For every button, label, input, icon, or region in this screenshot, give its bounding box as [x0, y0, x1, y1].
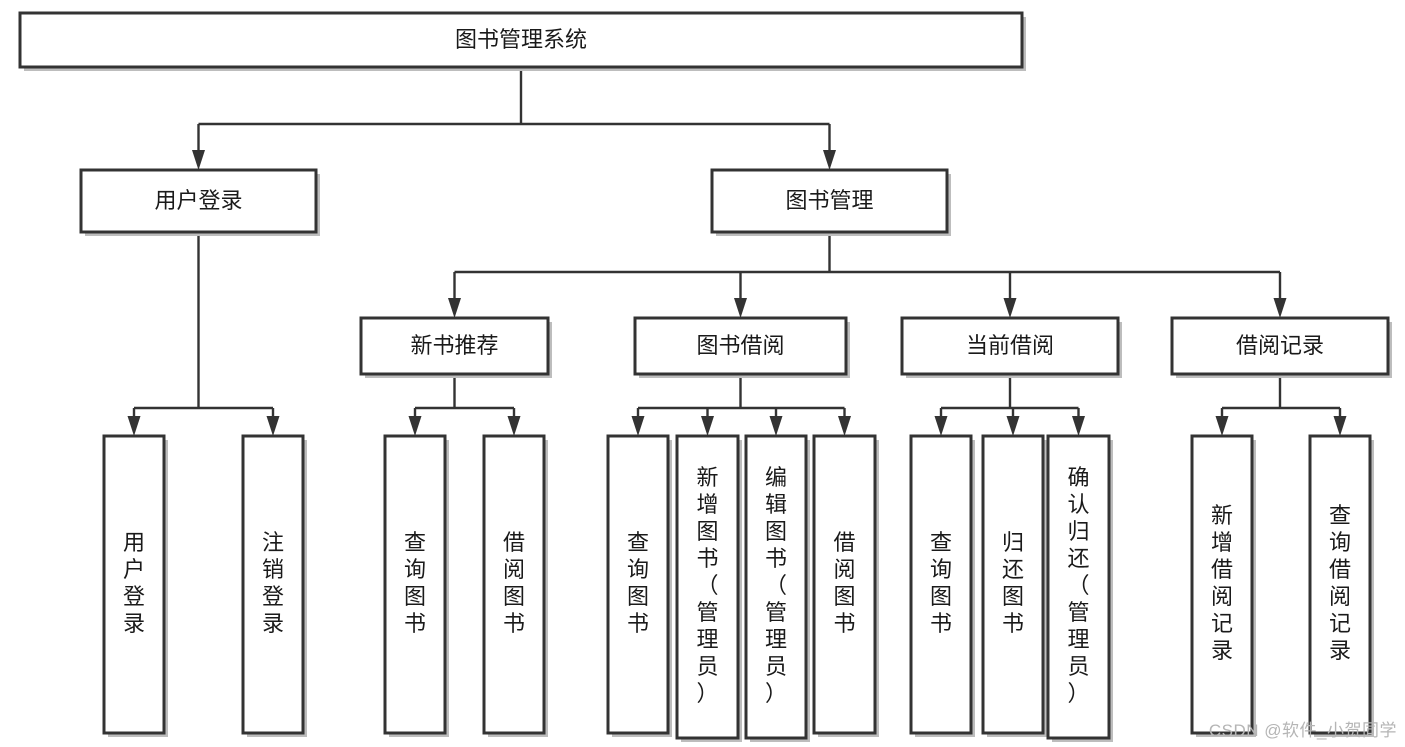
- node-rect[interactable]: [710, 168, 949, 234]
- node-label: 新增借阅记录: [1211, 503, 1233, 663]
- node-book-borrow[interactable]: 图书借阅: [633, 316, 850, 378]
- node-rect[interactable]: [1308, 434, 1372, 735]
- arrow-head-icon: [192, 150, 205, 170]
- node-label: 当前借阅: [966, 333, 1054, 358]
- node-book-management[interactable]: 图书管理: [710, 168, 951, 236]
- node-rect[interactable]: [900, 316, 1120, 376]
- node-label: 查询图书: [627, 530, 649, 636]
- arrow-head-icon: [1072, 416, 1085, 436]
- arrow-head-icon: [1333, 416, 1347, 436]
- arrow-head-icon: [408, 416, 422, 436]
- edge-group-node-current-borrow: [934, 374, 1085, 436]
- node-label: 归还图书: [1002, 530, 1024, 636]
- node-leaf-query-book-b[interactable]: 查询图书: [606, 434, 672, 737]
- arrow-head-icon: [266, 416, 280, 436]
- node-label: 图书管理系统: [455, 27, 587, 52]
- node-leaf-borrow-book-b[interactable]: 借阅图书: [812, 434, 879, 737]
- edge-group-node-user-login: [127, 232, 280, 436]
- node-label: 借阅图书: [503, 530, 525, 636]
- node-leaf-return-book[interactable]: 归还图书: [981, 434, 1047, 737]
- node-label: 用户登录: [123, 530, 145, 636]
- node-leaf-query-book-c[interactable]: 查询图书: [909, 434, 975, 737]
- node-leaf-user-login[interactable]: 用户登录: [102, 434, 168, 737]
- node-rect[interactable]: [1190, 434, 1254, 735]
- arrow-head-icon: [823, 150, 836, 170]
- node-rect[interactable]: [744, 434, 808, 740]
- node-leaf-query-book-a[interactable]: 查询图书: [383, 434, 449, 737]
- arrow-head-icon: [1003, 298, 1017, 318]
- node-current-borrow[interactable]: 当前借阅: [900, 316, 1122, 378]
- node-rect[interactable]: [909, 434, 973, 735]
- edge-group-node-book-management: [448, 232, 1287, 318]
- node-label: 新书推荐: [410, 333, 498, 358]
- edge-group-node-borrow-record: [1215, 374, 1347, 436]
- node-leaf-edit-book-admin[interactable]: 编辑图书（管理员）: [744, 434, 810, 742]
- node-label: 借阅记录: [1236, 333, 1324, 358]
- node-label: 图书管理: [785, 188, 873, 213]
- edge-group-node-book-borrow: [631, 374, 851, 436]
- node-label: 查询借阅记录: [1329, 503, 1351, 663]
- edge-group-node-new-book-recommend: [408, 374, 521, 436]
- node-rect[interactable]: [633, 316, 848, 376]
- arrow-head-icon: [448, 298, 461, 318]
- node-rect[interactable]: [812, 434, 877, 735]
- node-rect[interactable]: [18, 11, 1024, 69]
- arrow-head-icon: [769, 416, 783, 436]
- node-label: 图书借阅: [696, 333, 784, 358]
- arrow-head-icon: [1006, 416, 1020, 436]
- edge-layer: [127, 67, 1347, 436]
- node-rect[interactable]: [675, 434, 740, 740]
- node-borrow-record[interactable]: 借阅记录: [1170, 316, 1392, 378]
- node-label: 新增图书（管理员）: [696, 465, 718, 706]
- node-root-book-management-system[interactable]: 图书管理系统: [18, 11, 1026, 71]
- node-rect[interactable]: [981, 434, 1045, 735]
- node-label: 用户登录: [154, 188, 242, 213]
- arrow-head-icon: [507, 416, 521, 436]
- node-layer: 图书管理系统用户登录图书管理新书推荐图书借阅当前借阅借阅记录用户登录注销登录查询…: [18, 11, 1392, 742]
- edge-group-node-root-book-management-system: [192, 67, 836, 170]
- arrow-head-icon: [734, 298, 747, 318]
- node-rect[interactable]: [102, 434, 166, 735]
- node-leaf-confirm-return-admin[interactable]: 确认归还（管理员）: [1046, 434, 1113, 742]
- arrow-head-icon: [1215, 416, 1229, 436]
- node-rect[interactable]: [383, 434, 447, 735]
- node-label: 编辑图书（管理员）: [765, 465, 787, 706]
- node-rect[interactable]: [606, 434, 670, 735]
- node-new-book-recommend[interactable]: 新书推荐: [359, 316, 552, 378]
- node-user-login[interactable]: 用户登录: [79, 168, 320, 236]
- node-rect[interactable]: [1046, 434, 1111, 740]
- node-leaf-add-book-admin[interactable]: 新增图书（管理员）: [675, 434, 742, 742]
- arrow-head-icon: [701, 416, 714, 436]
- arrow-head-icon: [1273, 298, 1287, 318]
- node-rect[interactable]: [79, 168, 318, 234]
- node-rect[interactable]: [241, 434, 305, 735]
- node-label: 注销登录: [262, 530, 284, 636]
- arrow-head-icon: [934, 416, 948, 436]
- node-rect[interactable]: [482, 434, 546, 735]
- arrow-head-icon: [631, 416, 645, 436]
- node-leaf-query-borrow-record[interactable]: 查询借阅记录: [1308, 434, 1374, 737]
- node-rect[interactable]: [1170, 316, 1390, 376]
- arrow-head-icon: [127, 416, 141, 436]
- node-label: 借阅图书: [833, 530, 855, 636]
- node-rect[interactable]: [359, 316, 550, 376]
- node-leaf-borrow-book-a[interactable]: 借阅图书: [482, 434, 548, 737]
- node-leaf-add-borrow-record[interactable]: 新增借阅记录: [1190, 434, 1256, 737]
- node-leaf-logout[interactable]: 注销登录: [241, 434, 307, 737]
- node-label: 查询图书: [404, 530, 426, 636]
- arrow-head-icon: [838, 416, 851, 436]
- node-label: 确认归还（管理员）: [1067, 465, 1089, 706]
- node-label: 查询图书: [930, 530, 952, 636]
